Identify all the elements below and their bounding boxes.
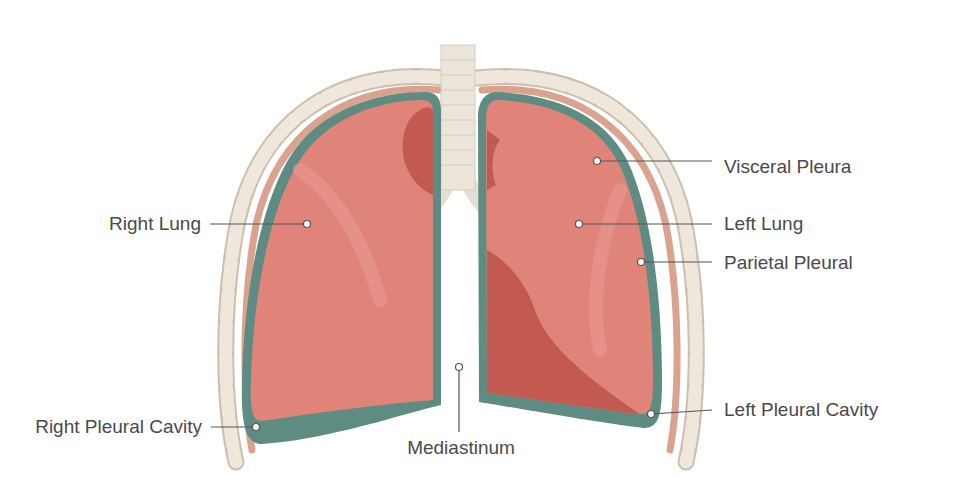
part-label: Left Pleural Cavity (724, 398, 878, 422)
part-label: Right Pleural Cavity (35, 415, 202, 439)
leader-dots (253, 158, 655, 431)
leader-lines (210, 161, 712, 432)
rib-cage (477, 77, 696, 462)
left-pleura (478, 92, 662, 428)
part-label: Mediastinum (407, 436, 515, 460)
lung-shade (487, 250, 640, 414)
part-label: Parietal Pleural (724, 251, 853, 275)
rib-cage (226, 77, 445, 462)
lung-highlight (596, 190, 620, 350)
part-label: Left Lung (724, 212, 803, 236)
right-pleura (242, 92, 441, 444)
lung-highlight (300, 170, 380, 300)
part-label: Visceral Pleura (724, 155, 851, 179)
intercostal-muscle (245, 89, 440, 450)
left-lung (486, 100, 653, 414)
trachea-rings (441, 60, 475, 165)
rib-cage (226, 77, 445, 462)
lung-shade (403, 107, 433, 195)
trachea (441, 45, 475, 190)
lung-shade (487, 130, 500, 190)
right-lung (251, 100, 433, 421)
part-label: Right Lung (109, 212, 201, 236)
rib-cage (477, 77, 696, 462)
